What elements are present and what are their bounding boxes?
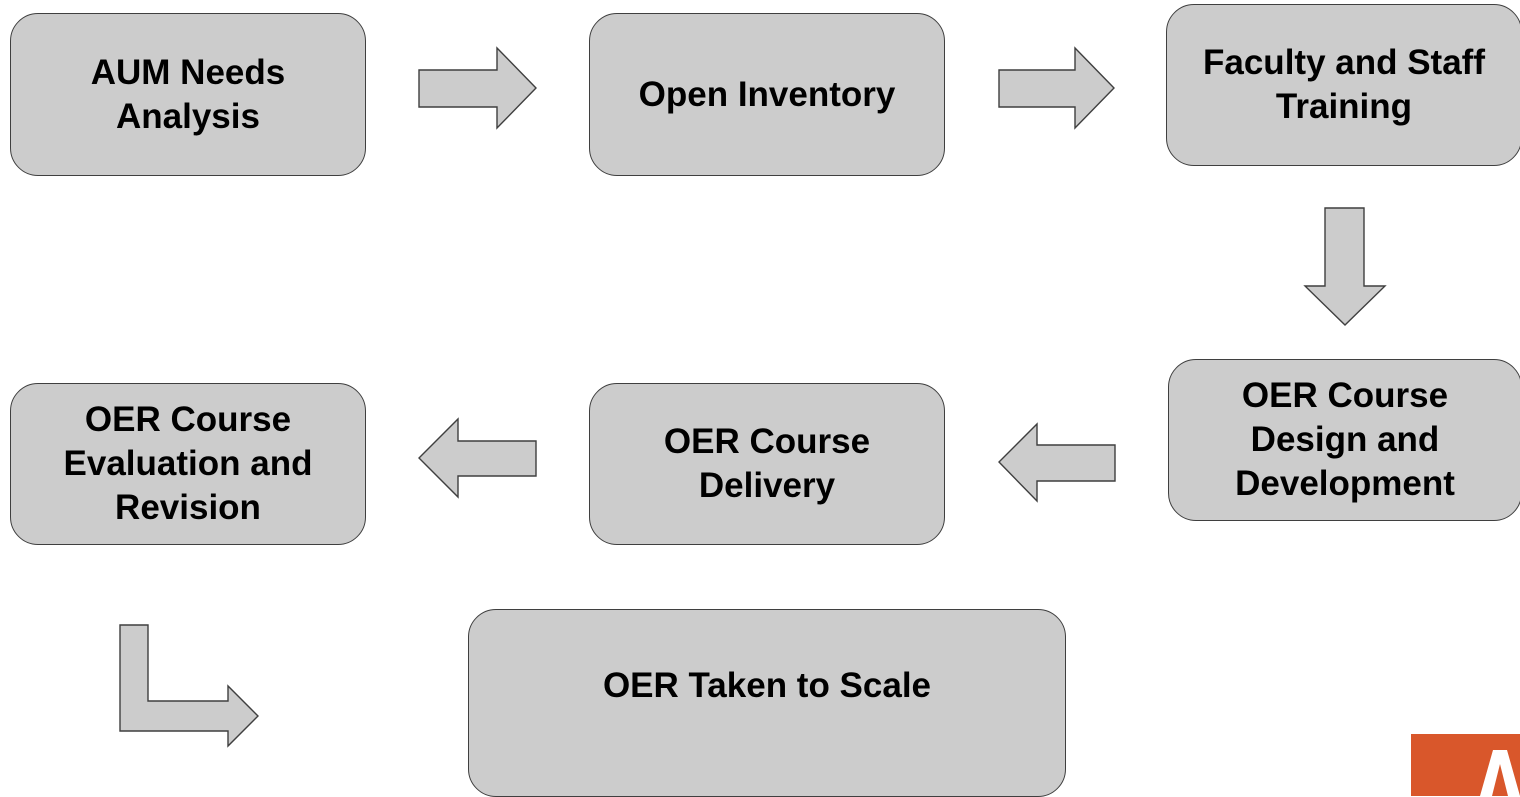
step-open-inventory: Open Inventory bbox=[589, 13, 945, 176]
step-label: Faculty and Staff Training bbox=[1203, 43, 1485, 126]
aum-logo bbox=[1411, 734, 1520, 796]
step-course-delivery: OER Course Delivery bbox=[589, 383, 945, 545]
aum-logo-mark-icon bbox=[1480, 750, 1520, 796]
arrow-left-icon bbox=[998, 422, 1116, 503]
arrow-left-icon bbox=[418, 417, 537, 499]
step-faculty-training: Faculty and Staff Training bbox=[1166, 4, 1520, 166]
arrow-right-icon bbox=[998, 46, 1115, 130]
step-evaluation-revision: OER Course Evaluation and Revision bbox=[10, 383, 366, 545]
step-label: OER Taken to Scale bbox=[602, 666, 932, 705]
step-design-development: OER Course Design and Development bbox=[1168, 359, 1520, 521]
step-needs-analysis: AUM Needs Analysis bbox=[10, 13, 366, 176]
step-label: OER Course Design and Development bbox=[1235, 376, 1455, 503]
step-label: AUM Needs Analysis bbox=[90, 52, 286, 136]
step-label: OER Course Evaluation and Revision bbox=[63, 400, 313, 527]
arrow-right-icon bbox=[418, 46, 537, 130]
step-taken-to-scale: OER Taken to Scale bbox=[468, 609, 1066, 797]
arrow-bent-down-right-icon bbox=[119, 624, 259, 748]
step-label: Open Inventory bbox=[638, 74, 896, 114]
step-label: OER Course Delivery bbox=[663, 422, 871, 505]
arrow-down-icon bbox=[1303, 207, 1387, 326]
